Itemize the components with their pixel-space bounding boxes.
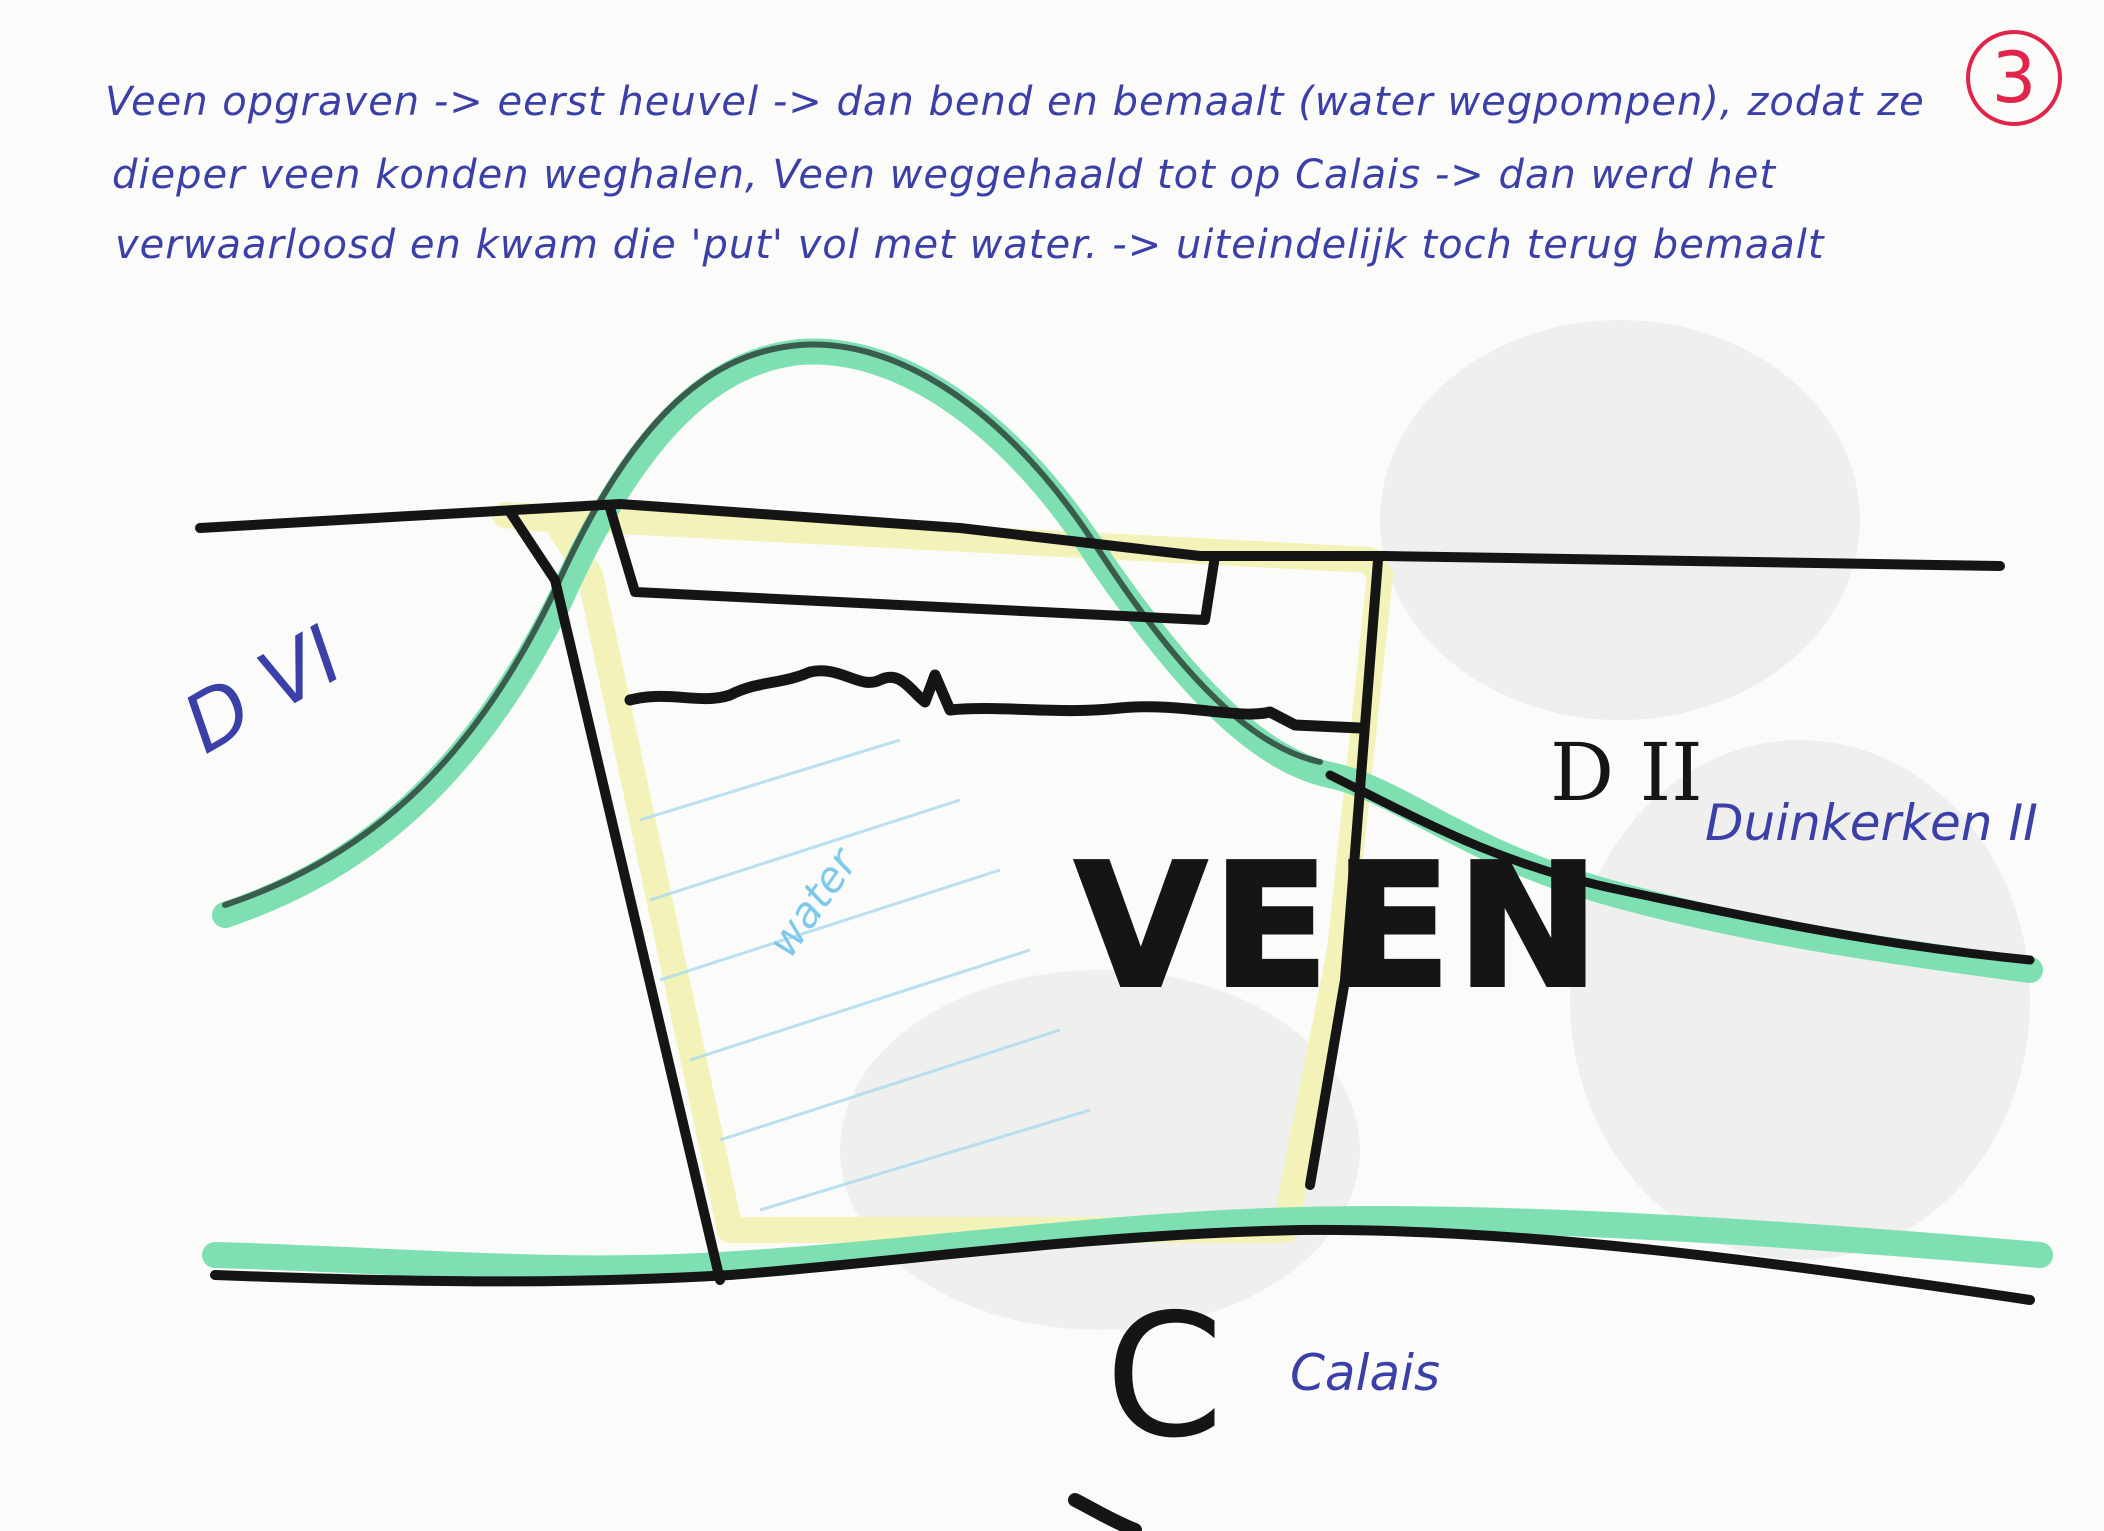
page-number-badge: 3: [1968, 32, 2060, 124]
description-line-1: Veen opgraven -> eerst heuvel -> dan ben…: [105, 79, 1925, 125]
peat-label: VEEN: [1075, 828, 1605, 1026]
description-line-3: verwaarloosd en kwam die 'put' vol met w…: [115, 222, 1825, 268]
water-surface-line: [630, 671, 1360, 728]
right-layer-name: Duinkerken II: [1705, 794, 2038, 852]
base-symbol: C: [1105, 1278, 1224, 1476]
page-number: 3: [1992, 37, 2037, 119]
description-line-2: dieper veen konden weghalen, Veen weggeh…: [112, 152, 1776, 198]
base-symbol-stroke: [1075, 1500, 1135, 1530]
left-layer-label: D VI: [168, 608, 358, 771]
right-layer-symbol: D II: [1550, 726, 1703, 819]
water-label: water: [758, 837, 868, 965]
description-text: Veen opgraven -> eerst heuvel -> dan ben…: [105, 79, 1925, 268]
base-name: Calais: [1290, 1344, 1440, 1402]
